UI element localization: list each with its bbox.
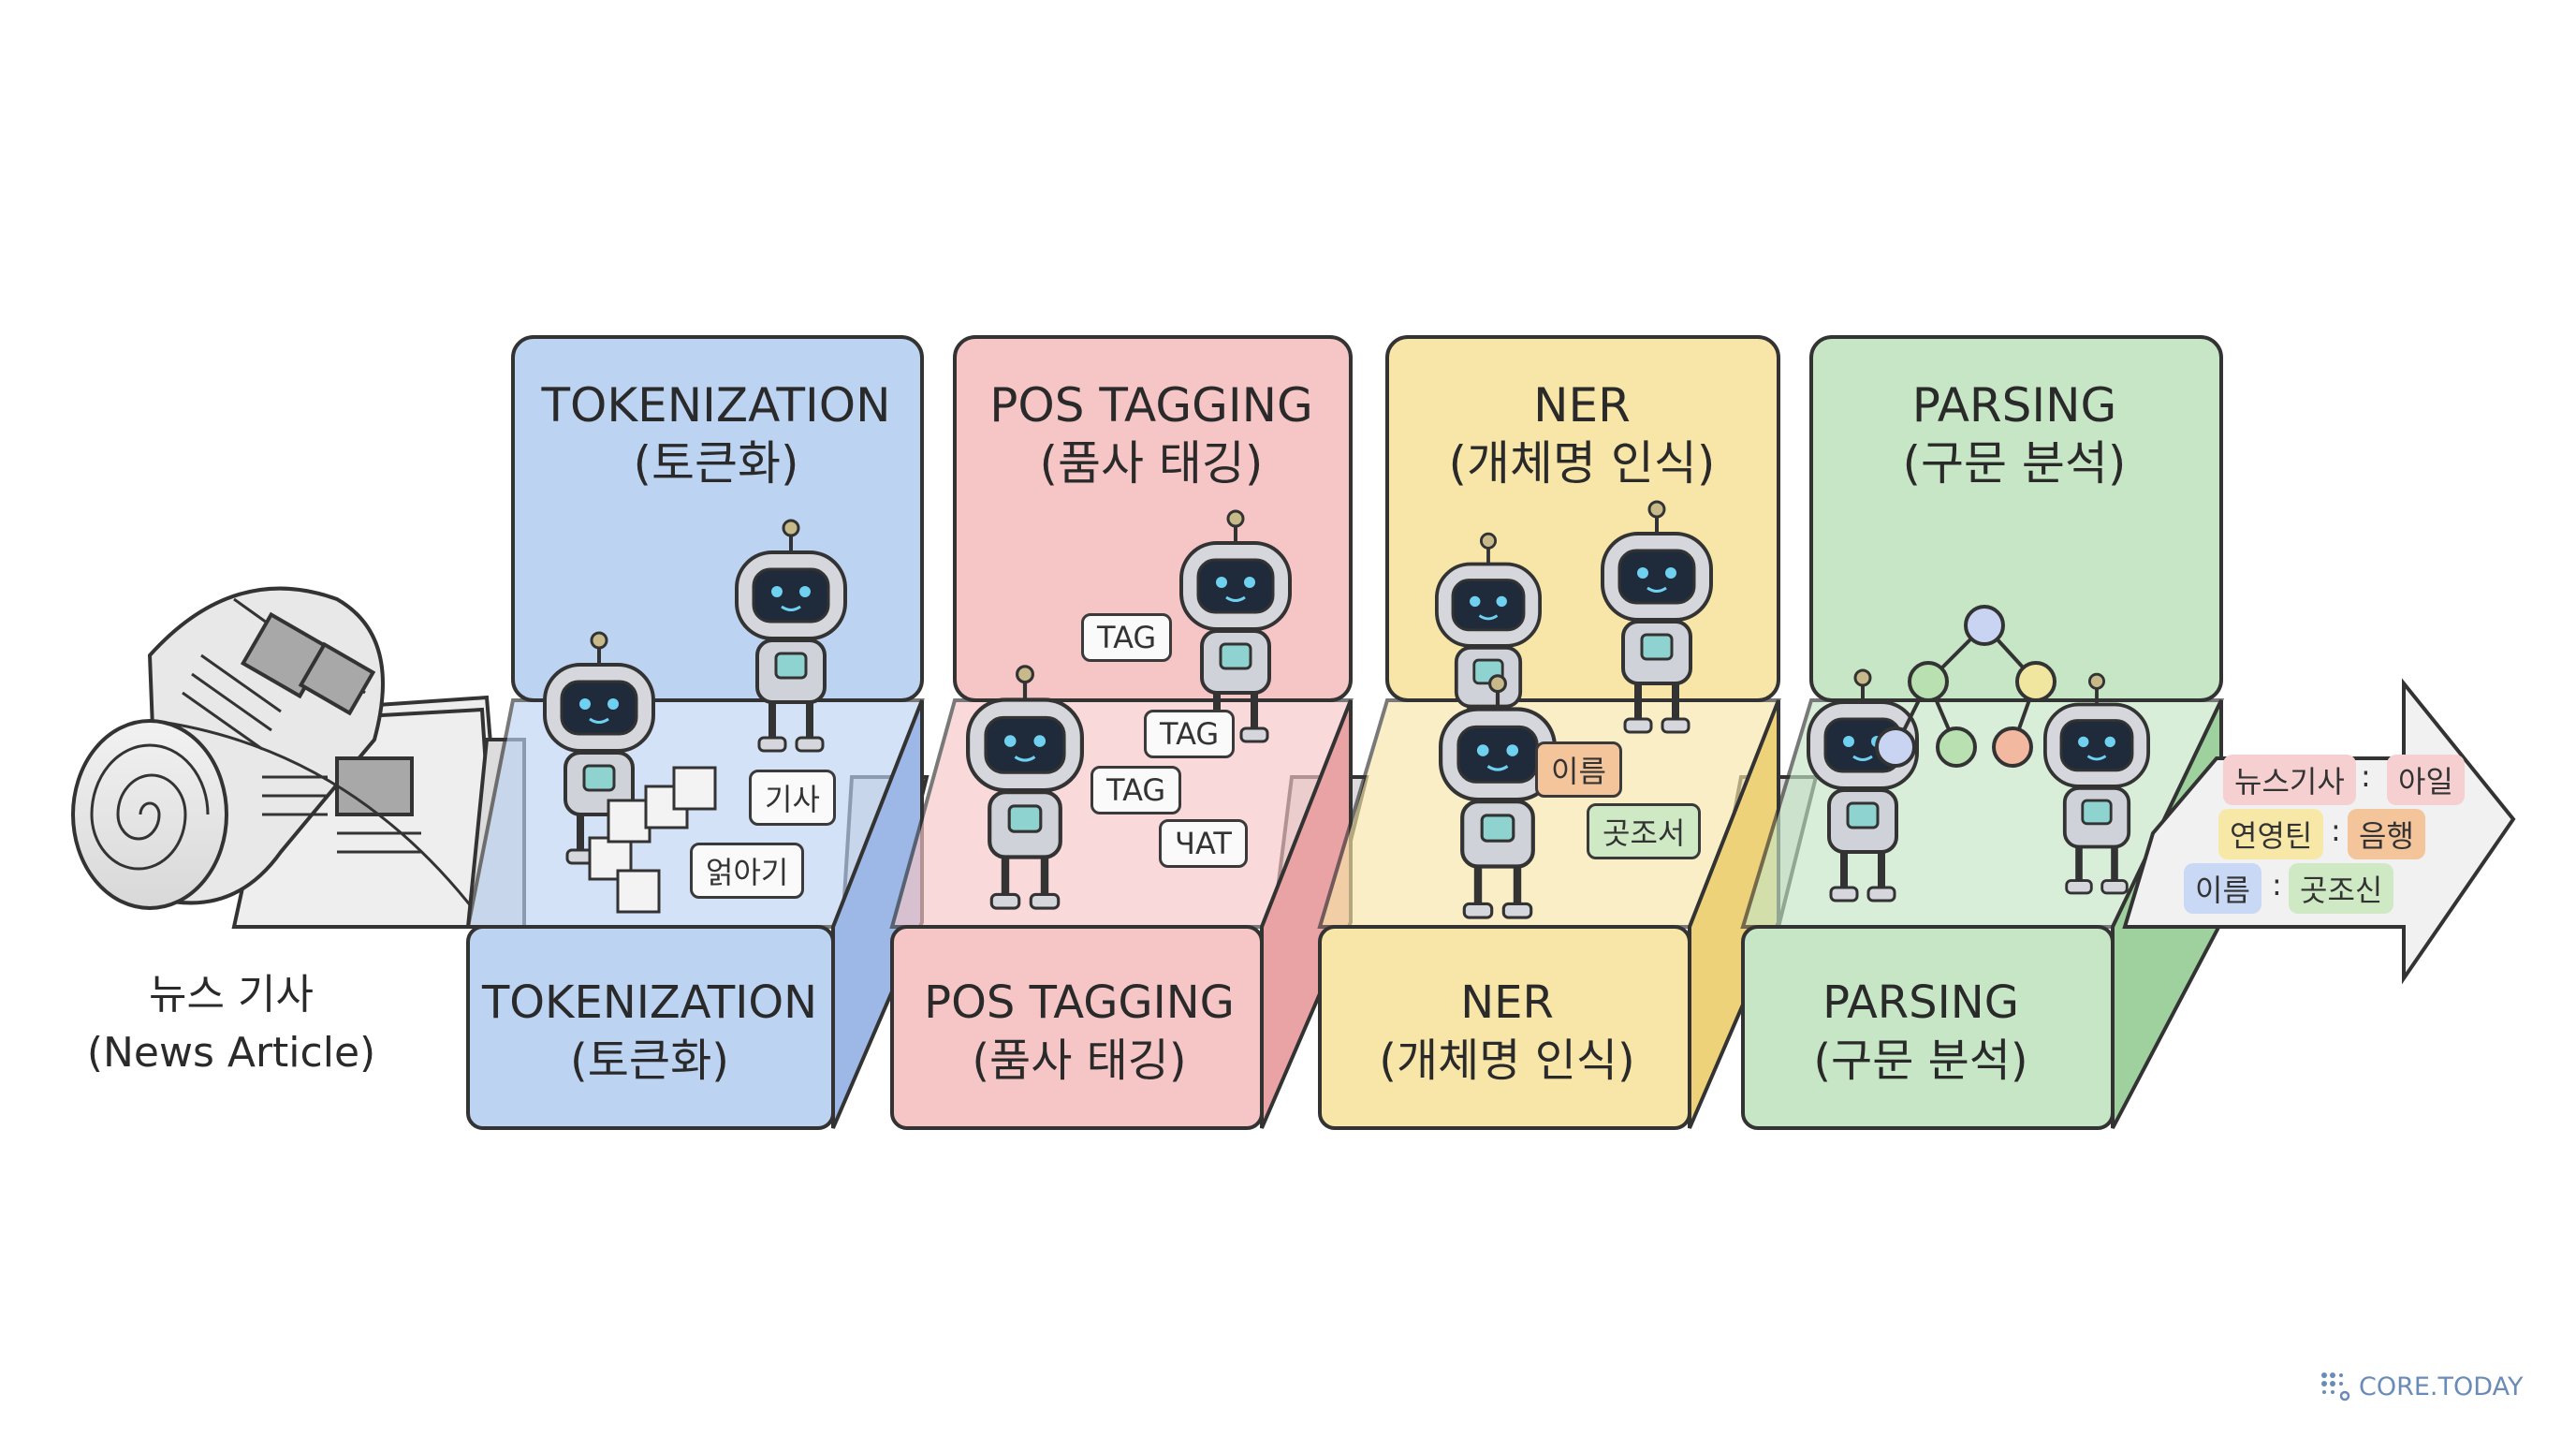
token-block-icon	[607, 799, 651, 844]
output-separator: :	[2361, 758, 2371, 794]
entity-tag: 이름	[1535, 741, 1622, 798]
output-left-term: 이름	[2184, 863, 2261, 914]
pos-front-label: POS TAGGING (품사 태깅)	[892, 974, 1266, 1090]
stage-subtitle: (구문 분석)	[1813, 1034, 2028, 1087]
source-label: 뉴스 기사 (News Article)	[72, 966, 390, 1082]
tokenization-top-label: TOKENIZATION (토큰화)	[520, 376, 913, 492]
stage-subtitle: (품사 태깅)	[972, 1034, 1187, 1087]
stage-title: NER	[1460, 976, 1554, 1029]
robot-icon	[1439, 674, 1557, 919]
robot-icon	[966, 665, 1084, 910]
pos-top-label: POS TAGGING (품사 태깅)	[955, 376, 1348, 492]
output-right-term: 곳조신	[2289, 863, 2394, 914]
stage-title: TOKENIZATION	[541, 378, 891, 433]
parsing-top-label: PARSING (구문 분석)	[1818, 376, 2211, 492]
stage-title: POS TAGGING	[989, 378, 1313, 433]
token-block-icon	[616, 869, 661, 914]
token-block-icon	[588, 836, 633, 881]
robot-icon	[735, 519, 847, 753]
brand-logo: CORE.TODAY	[2320, 1371, 2523, 1402]
token-tag: 얽아기	[690, 843, 805, 899]
source-label-ko: 뉴스 기사	[149, 971, 314, 1019]
stage-subtitle: (토큰화)	[570, 1034, 729, 1087]
entity-tag: 곳조서	[1587, 803, 1702, 859]
token-tag: 기사	[749, 770, 836, 826]
stage-subtitle: (토큰화)	[633, 436, 799, 491]
pos-tag: TAG	[1081, 613, 1173, 662]
stage-subtitle: (품사 태깅)	[1039, 436, 1264, 491]
parse-tree-graphic	[1875, 605, 2056, 768]
stage-subtitle: (구문 분석)	[1902, 436, 2127, 491]
source-label-en: (News Article)	[86, 1029, 376, 1077]
robot-icon	[2042, 672, 2151, 895]
stage-title: PARSING	[1822, 976, 2019, 1029]
stage-title: POS TAGGING	[924, 976, 1235, 1029]
stage-title: PARSING	[1911, 378, 2117, 433]
robot-icon	[1179, 509, 1292, 743]
newspaper-roll-icon	[71, 586, 508, 929]
ner-top-label: NER (개체명 인식)	[1385, 376, 1778, 492]
token-block-icon	[672, 766, 717, 811]
output-separator: :	[2331, 813, 2341, 848]
output-left-term: 연영틴	[2218, 809, 2324, 859]
tokenization-front-label: TOKENIZATION (토큰화)	[462, 974, 837, 1090]
stage-title: TOKENIZATION	[481, 976, 818, 1029]
parsing-front-label: PARSING (구문 분석)	[1734, 974, 2108, 1090]
pos-tag: TAG	[1144, 710, 1236, 758]
robot-icon	[1601, 500, 1713, 734]
pos-tag: TAG	[1090, 766, 1182, 814]
output-right-term: 아일	[2387, 755, 2465, 805]
robot-icon	[1434, 532, 1543, 755]
logo-dots-icon	[2321, 1372, 2350, 1401]
stage-subtitle: (개체명 인식)	[1379, 1034, 1635, 1087]
pos-tag: ЧAT	[1159, 819, 1248, 868]
stage-subtitle: (개체명 인식)	[1448, 436, 1716, 491]
stage-title: NER	[1533, 378, 1631, 433]
logo-text: CORE.TODAY	[2359, 1372, 2524, 1401]
output-separator: :	[2272, 867, 2282, 902]
ner-front-label: NER (개체명 인식)	[1320, 974, 1694, 1090]
output-right-term: 음행	[2348, 809, 2425, 859]
output-left-term: 뉴스기사	[2223, 755, 2356, 805]
